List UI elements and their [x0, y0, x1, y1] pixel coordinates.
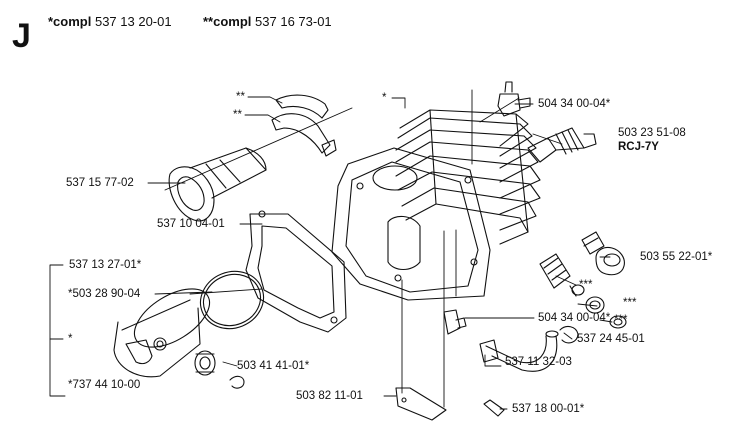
decompression-plug: [581, 231, 625, 276]
marker-star-cylinder: *: [382, 92, 387, 104]
part-label-537-24-45-01: 537 24 45-01: [577, 333, 645, 345]
hose-sleeve: [483, 399, 505, 417]
section-letter: J: [12, 17, 31, 55]
part-label-503-82-11-01: 503 82 11-01: [296, 390, 363, 402]
intake-clamps: [271, 94, 337, 157]
cylinder: [331, 109, 541, 301]
part-label-537-18-00-01: 537 18 00-01*: [512, 403, 585, 415]
piston-ring: [199, 270, 265, 330]
spark-plug: [527, 127, 597, 163]
marker-triple-star-a: ***: [579, 279, 593, 291]
intake-plate: [395, 387, 447, 421]
header-compl-2: **compl 537 16 73-01: [203, 14, 332, 30]
part-label-737-44-10-00: *737 44 10-00: [68, 379, 141, 391]
cylinder-gasket: [245, 210, 347, 333]
marker-double-star-a: **: [236, 91, 245, 103]
part-label-504-34-00-04-mid: 504 34 00-04*: [538, 312, 611, 324]
part-label-503-23-51-08: 503 23 51-08: [618, 127, 686, 139]
header-compl-1-prefix: *compl: [48, 14, 92, 29]
part-label-537-13-27-01: 537 13 27-01*: [69, 259, 142, 271]
spark-plug-type-label: RCJ-7Y: [618, 141, 659, 153]
circlip: [229, 375, 245, 389]
part-label-504-34-00-04-top: 504 34 00-04*: [538, 98, 611, 110]
intake-manifold: [168, 147, 267, 222]
part-label-503-28-90-04: *503 28 90-04: [68, 288, 141, 300]
part-label-537-11-32-03: 537 11 32-03: [505, 356, 572, 368]
clip-537-24-45-01: [559, 325, 579, 344]
header-compl-2-prefix: **compl: [203, 14, 252, 29]
impulse-hose: [479, 330, 559, 372]
leader-lines: [49, 89, 613, 410]
part-label-503-41-41-01: 503 41 41-01*: [237, 360, 310, 372]
header-compl-1-number: 537 13 20-01: [94, 14, 172, 29]
header-compl-1: *compl 537 13 20-01: [48, 14, 172, 30]
marker-triple-star-b: ***: [623, 297, 637, 309]
elbow-fitting-mid: [443, 309, 467, 335]
marker-star-piston: *: [68, 333, 73, 345]
header-compl-2-number: 537 16 73-01: [255, 14, 332, 29]
part-label-537-15-77-02: 537 15 77-02: [66, 177, 134, 189]
marker-double-star-b: **: [233, 109, 242, 121]
piston: [113, 288, 211, 378]
marker-triple-star-c: ***: [614, 314, 628, 326]
part-label-537-10-04-01: 537 10 04-01: [157, 218, 225, 230]
elbow-fitting-top: [497, 81, 531, 117]
washers: [585, 296, 627, 329]
part-label-503-55-22-01: 503 55 22-01*: [640, 251, 713, 263]
needle-bearing: [194, 350, 216, 376]
decompression-valve: [539, 253, 585, 297]
cylinder-fins: [395, 109, 541, 245]
